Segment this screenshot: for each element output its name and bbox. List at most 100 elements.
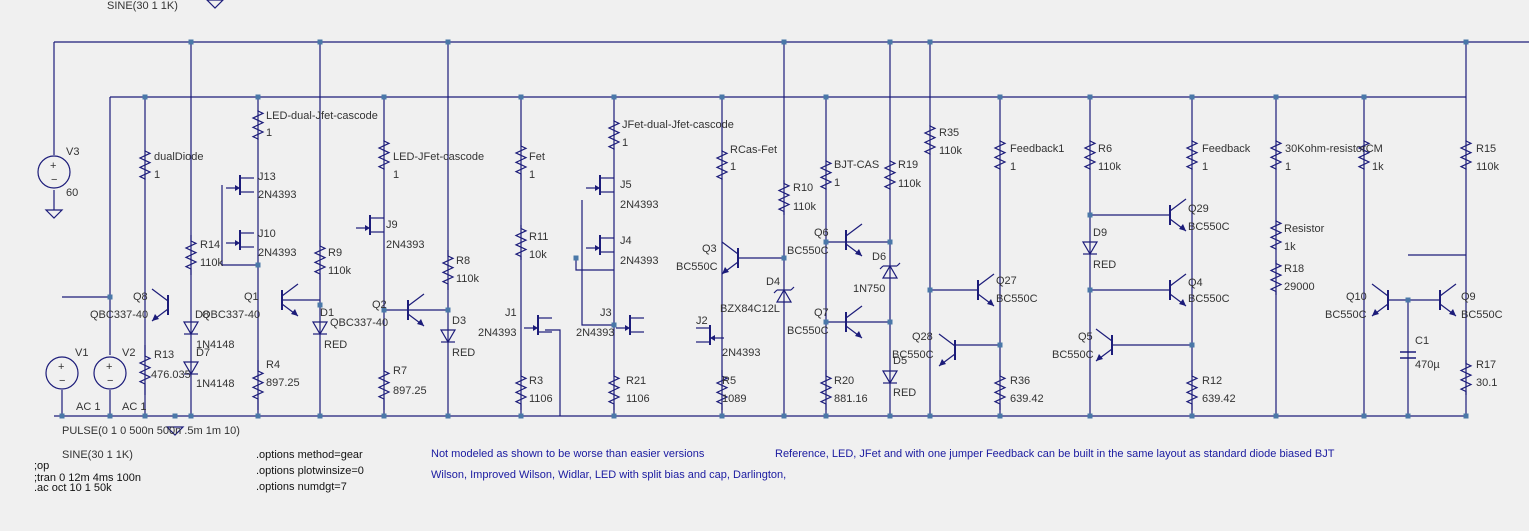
junction-dot [107, 413, 113, 419]
r-feedback1[interactable] [993, 140, 1007, 170]
r-cm-1k[interactable] [1357, 140, 1371, 170]
r-feedback[interactable] [1185, 140, 1199, 170]
q8-transistor[interactable] [151, 288, 169, 322]
r21-resistor[interactable] [607, 370, 621, 410]
r-bjtcas[interactable] [819, 160, 833, 190]
r20-resistor[interactable] [819, 370, 833, 410]
q1-transistor[interactable] [281, 283, 299, 317]
junction-dot [1189, 413, 1195, 419]
r13-resistor[interactable] [138, 345, 152, 395]
svg-text:+: + [106, 361, 112, 373]
component-layer[interactable]: +−+−+− [37, 0, 1473, 436]
r7-resistor[interactable] [377, 360, 391, 410]
q4-transistor[interactable] [1169, 273, 1187, 307]
r-led-jfet[interactable] [377, 140, 391, 170]
r19-resistor[interactable] [883, 160, 897, 190]
j4-jfet[interactable] [586, 235, 614, 255]
r18-resistor[interactable] [1269, 260, 1283, 295]
q2-transistor[interactable] [407, 293, 425, 327]
r4-name-label: R4 [266, 359, 280, 371]
v3-source[interactable]: +− [37, 155, 71, 189]
junction-dot [445, 39, 451, 45]
r-rcas[interactable] [715, 150, 729, 180]
r15-resistor[interactable] [1459, 140, 1473, 170]
j1-jfet[interactable] [524, 315, 552, 335]
j9-jfet[interactable] [356, 215, 384, 235]
q29-transistor[interactable] [1169, 198, 1187, 232]
r8-name-label: R8 [456, 255, 470, 267]
q27-transistor[interactable] [977, 273, 995, 307]
j3-jfet[interactable] [616, 315, 644, 335]
q5-transistor[interactable] [1095, 328, 1113, 362]
opt-numdgt-directive[interactable]: .options numdgt=7 [256, 481, 347, 493]
q10-transistor[interactable] [1371, 283, 1389, 317]
d8-diode[interactable] [182, 321, 200, 336]
svg-text:−: − [59, 375, 65, 387]
tran-directive[interactable]: ;tran 0 12m 4ms 100n [34, 472, 141, 484]
junction-dot [1361, 413, 1367, 419]
r11-val-label: 10k [529, 249, 547, 261]
r36-resistor[interactable] [993, 370, 1007, 410]
ac-directive[interactable]: .ac oct 10 1 50k [34, 482, 112, 494]
junction-dot [823, 413, 829, 419]
r5-resistor[interactable] [715, 370, 729, 410]
r3-resistor[interactable] [514, 370, 528, 410]
r-led-dual[interactable] [251, 110, 265, 140]
opt-plotwin-directive[interactable]: .options plotwinsize=0 [256, 465, 364, 477]
junction-dot [317, 39, 323, 45]
bjtcas-val-label: 1 [834, 177, 840, 189]
q3-transistor[interactable] [721, 241, 739, 275]
resistor-val-label: 1k [1284, 241, 1296, 253]
r35-resistor[interactable] [923, 125, 937, 155]
r6-resistor[interactable] [1083, 140, 1097, 170]
r4-resistor[interactable] [251, 360, 265, 410]
q6-transistor[interactable] [845, 223, 863, 257]
r-fet[interactable] [514, 140, 528, 180]
d9-led[interactable] [1081, 241, 1099, 256]
r9-val-label: 110k [328, 265, 352, 277]
led-jfet-val-label: 1 [393, 169, 399, 181]
v1-source[interactable]: +− [45, 356, 79, 390]
d4-zener[interactable] [773, 286, 795, 303]
r8-resistor[interactable] [441, 250, 455, 290]
svg-text:+: + [50, 160, 56, 172]
r6-name-label: R6 [1098, 143, 1112, 155]
j13-jfet[interactable] [226, 175, 254, 195]
q7-transistor[interactable] [845, 305, 863, 339]
d5-led[interactable] [881, 370, 899, 385]
c1-name-label: C1 [1415, 335, 1429, 347]
r14-val-label: 110k [200, 257, 224, 269]
r-resistor[interactable] [1269, 220, 1283, 250]
j2-jfet[interactable] [696, 325, 724, 345]
r14-resistor[interactable] [184, 235, 198, 275]
c1-val-label: 470µ [1415, 359, 1440, 371]
r12-resistor[interactable] [1185, 370, 1199, 410]
r9-resistor[interactable] [313, 240, 327, 280]
opt-method-directive[interactable]: .options method=gear [256, 449, 363, 461]
d1-led[interactable] [311, 321, 329, 336]
op-directive[interactable]: ;op [34, 460, 49, 472]
r-dualdiode[interactable] [138, 150, 152, 180]
q28-transistor[interactable] [938, 333, 956, 367]
r17-resistor[interactable] [1459, 360, 1473, 395]
r10-resistor[interactable] [777, 180, 791, 215]
svg-text:+: + [58, 361, 64, 373]
v2-source[interactable]: +− [93, 356, 127, 390]
junction-dot [927, 287, 933, 293]
d6-zener[interactable] [879, 262, 901, 279]
d7-diode[interactable] [182, 361, 200, 376]
c1-capacitor[interactable] [1400, 351, 1416, 359]
q9-transistor[interactable] [1439, 283, 1457, 317]
r-resistorcm[interactable] [1269, 140, 1283, 170]
j5-jfet[interactable] [586, 175, 614, 195]
r-jfet-dual[interactable] [607, 120, 621, 150]
r11-resistor[interactable] [514, 225, 528, 260]
d3-led[interactable] [439, 329, 457, 344]
junction-dot [142, 413, 148, 419]
j9-model-label: 2N4393 [386, 239, 425, 251]
j10-jfet[interactable] [226, 230, 254, 250]
r4-val-label: 897.25 [266, 377, 300, 389]
top-ground-icon [206, 0, 224, 9]
